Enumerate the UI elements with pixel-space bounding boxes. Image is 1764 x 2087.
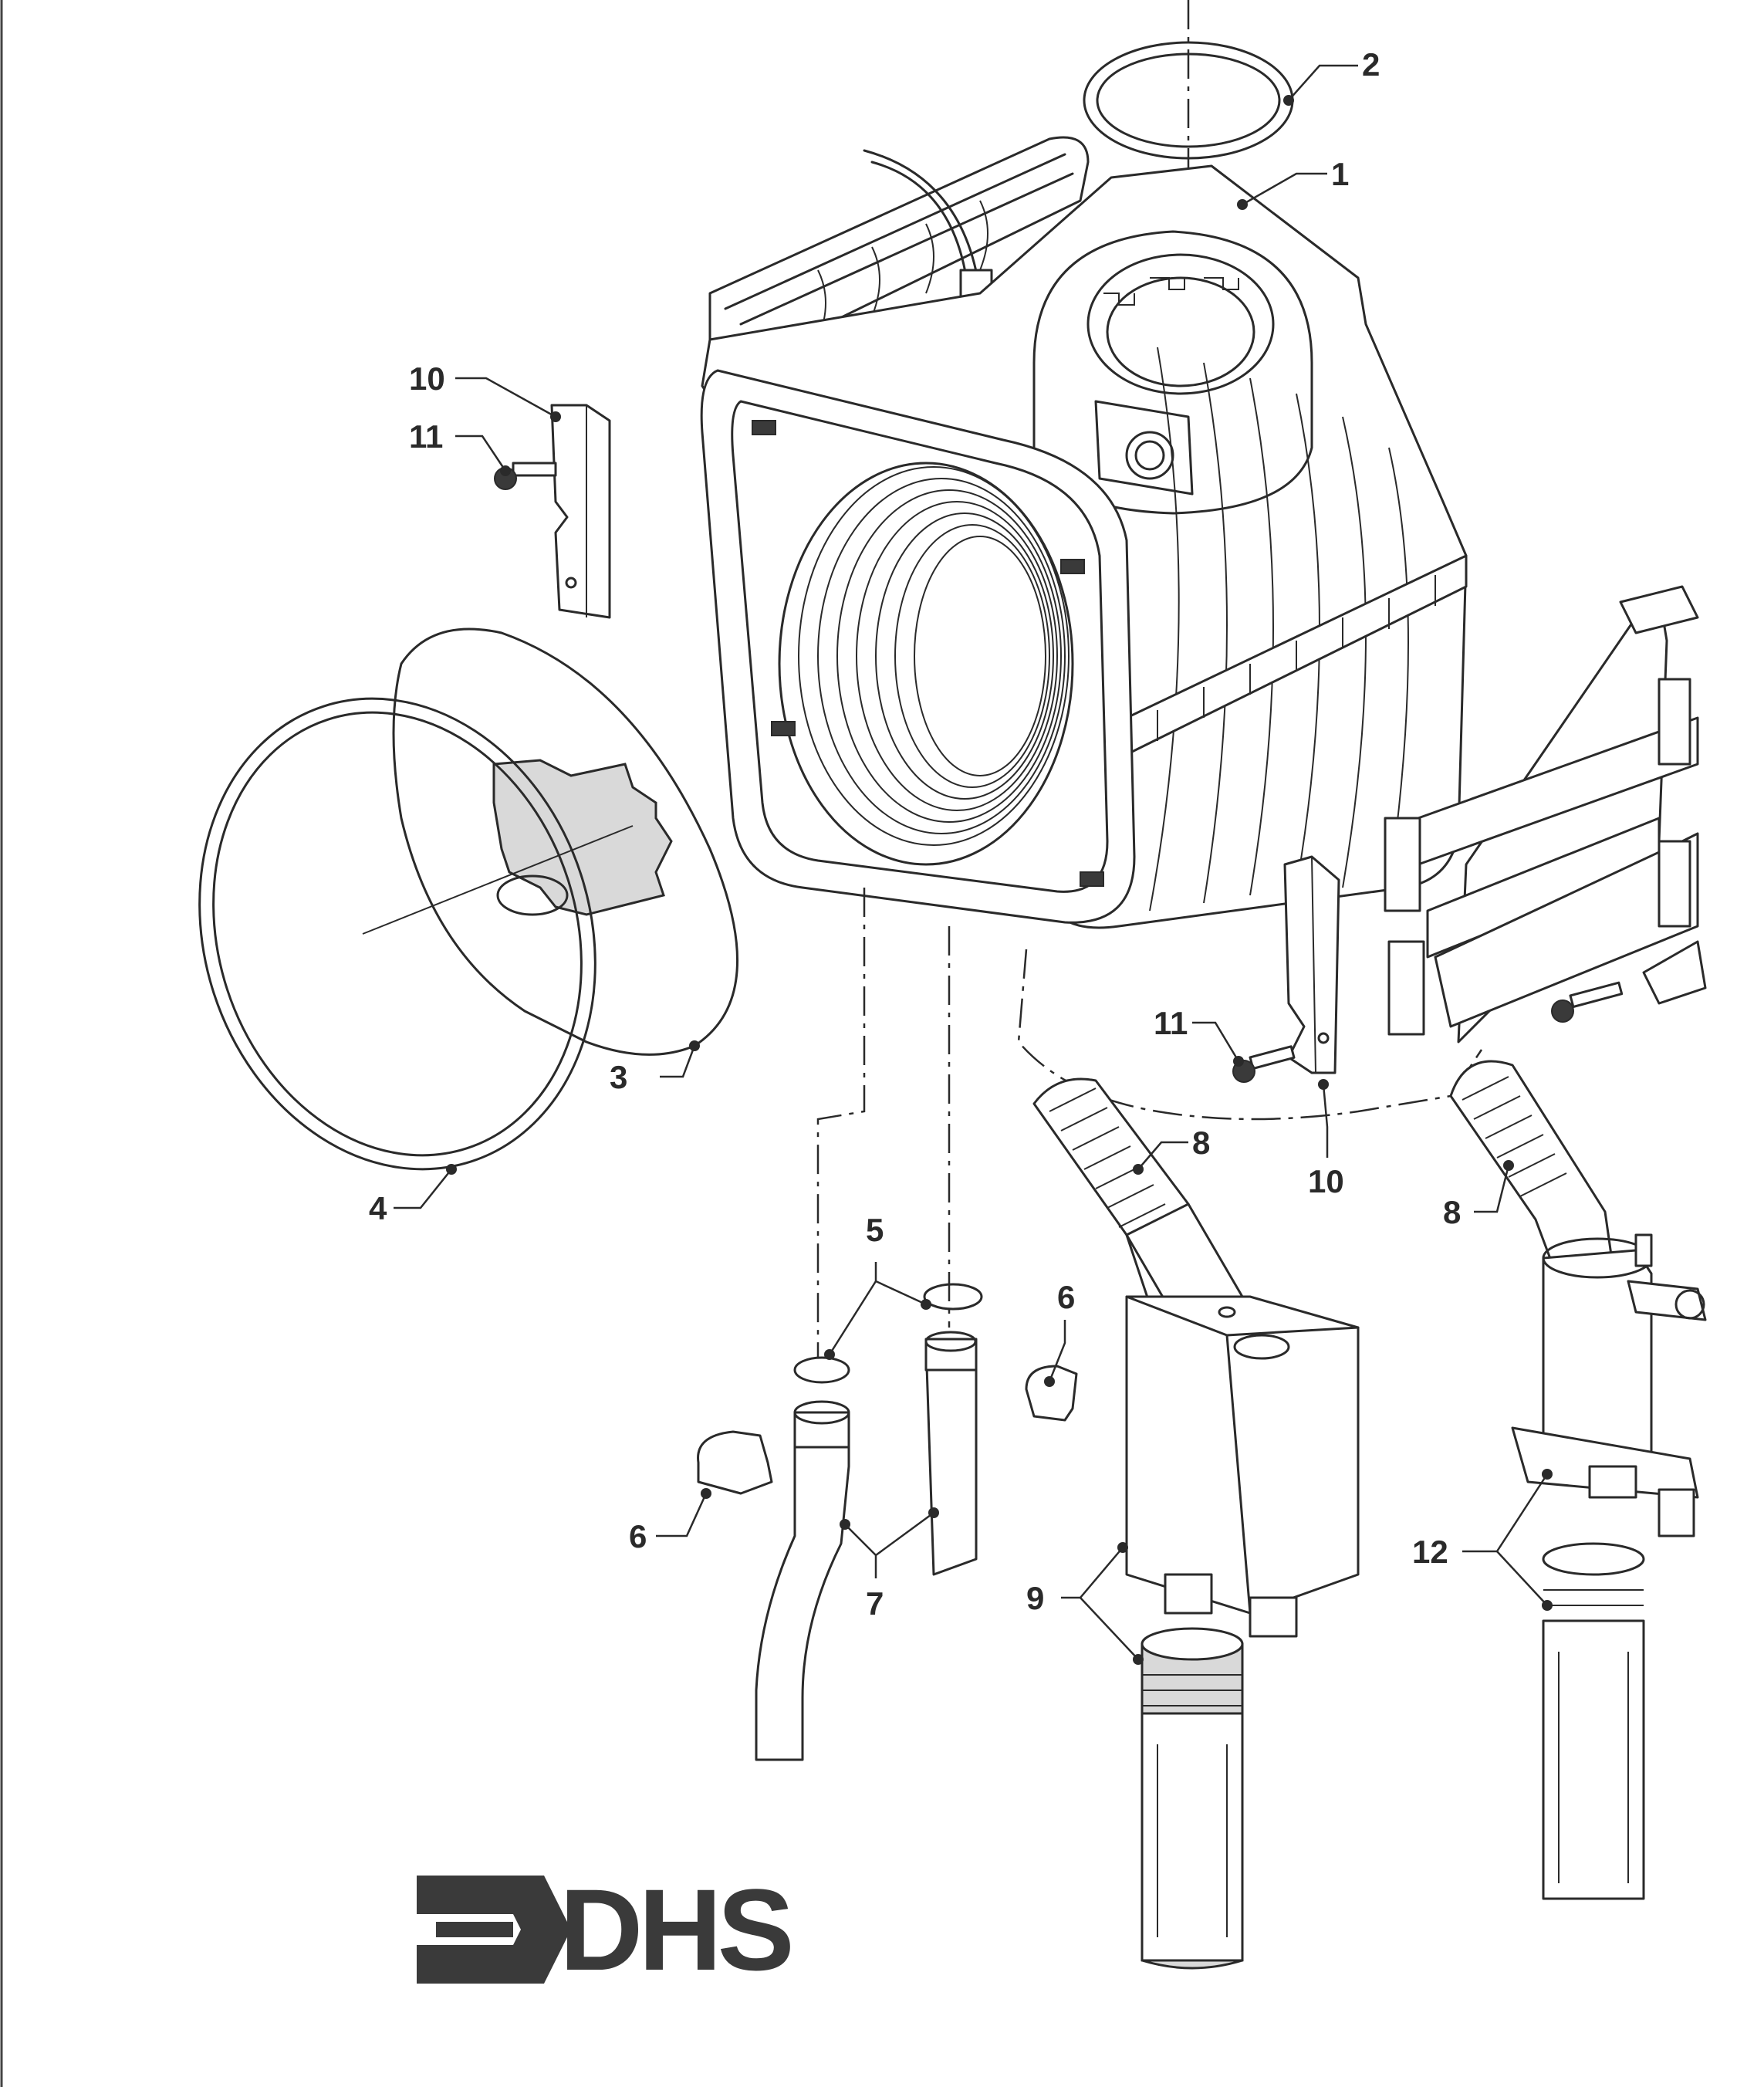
part-9-left-trap	[1125, 1295, 1360, 1970]
part-11-left-screw	[494, 462, 557, 490]
callout-5: 5	[866, 1212, 884, 1248]
callout-3: 3	[610, 1059, 627, 1095]
callout-7: 7	[866, 1585, 884, 1622]
callout-12: 12	[1412, 1534, 1448, 1570]
right-panel-screw	[1551, 981, 1624, 1023]
part-7-hoses	[755, 1331, 978, 1761]
route-line-a	[816, 888, 866, 1358]
callout-9: 9	[1026, 1580, 1044, 1616]
callout-6-left: 6	[629, 1518, 647, 1554]
part-12-right-trap	[1511, 1233, 1707, 1900]
mounting-studs	[752, 420, 1104, 887]
dhs-logo-text: DHS	[559, 1865, 791, 1994]
dhs-logo: DHS	[417, 1865, 796, 1994]
part-6-clips	[697, 1365, 1078, 1495]
callout-11-right: 11	[1154, 1005, 1188, 1041]
callout-10-left: 10	[409, 360, 445, 397]
part-10-right-bracket	[1283, 855, 1340, 1074]
part-3-door-plate	[392, 627, 739, 1056]
route-line-c	[1017, 949, 1483, 1121]
part-11-right-screw	[1232, 1045, 1296, 1083]
right-side-panel	[1384, 585, 1707, 1044]
part-1-heat-exchanger	[700, 136, 1468, 929]
callout-leaders	[394, 64, 1553, 1665]
part-10-left-bracket	[550, 404, 611, 619]
door-axis	[362, 825, 634, 935]
callout-11-left: 11	[409, 418, 443, 455]
part-5-o-rings	[793, 1283, 983, 1384]
callout-8-left: 8	[1192, 1125, 1210, 1161]
callout-6-right: 6	[1057, 1279, 1075, 1315]
callout-8-right: 8	[1443, 1194, 1461, 1230]
callout-10-right: 10	[1308, 1163, 1344, 1199]
part-8-right-hose	[1449, 1060, 1614, 1283]
callout-4: 4	[369, 1190, 387, 1226]
callout-1: 1	[1331, 156, 1349, 192]
part-4-door-gasket	[198, 697, 596, 1171]
callout-2: 2	[1362, 46, 1380, 83]
